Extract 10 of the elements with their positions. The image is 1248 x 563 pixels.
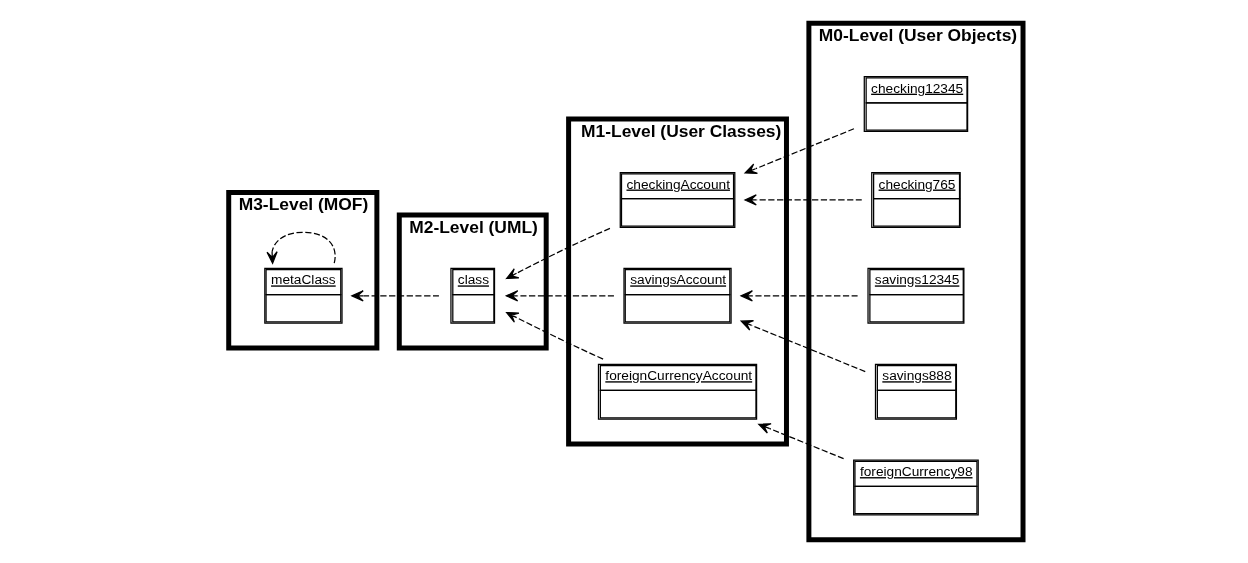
arrow bbox=[506, 311, 604, 360]
arrow bbox=[740, 320, 866, 373]
arrow bbox=[266, 231, 336, 264]
arrow bbox=[505, 290, 615, 302]
arrow bbox=[505, 227, 611, 280]
arrow bbox=[740, 290, 859, 302]
arrow bbox=[744, 194, 863, 206]
arrow bbox=[351, 290, 440, 302]
arrow bbox=[758, 423, 845, 460]
arrow bbox=[744, 128, 855, 175]
